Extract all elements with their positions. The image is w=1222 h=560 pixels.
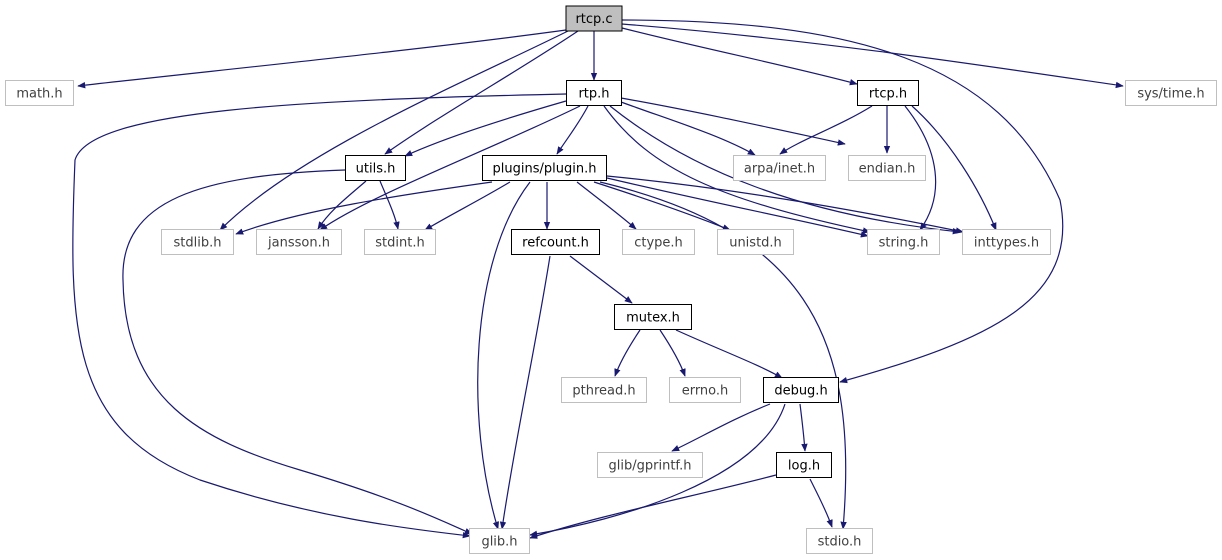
node-label: log.h xyxy=(788,459,820,474)
edge-rtp-h-to-string-h xyxy=(603,105,871,234)
edge-plugin-h-to-stdio-h xyxy=(599,181,847,530)
edge-rtcp-c-to-utils-h xyxy=(384,30,579,155)
node-label: glib/gprintf.h xyxy=(609,459,692,474)
node-label: stdint.h xyxy=(375,236,424,251)
edge-rtcp-h-to-inttypes-h xyxy=(911,105,997,231)
node-pthread-h[interactable]: pthread.h xyxy=(561,377,647,403)
edge-debug-h-to-log-h xyxy=(799,403,808,452)
edge-log-h-to-stdio-h xyxy=(809,478,833,528)
edge-mutex-h-to-debug-h xyxy=(675,329,783,379)
node-arpa-inet-h[interactable]: arpa/inet.h xyxy=(733,155,826,181)
node-refcount-h[interactable]: refcount.h xyxy=(511,229,600,255)
node-string-h[interactable]: string.h xyxy=(867,229,940,255)
edge-rtp-h-to-endian-h xyxy=(620,97,846,146)
edge-mutex-h-to-errno-h xyxy=(659,329,686,377)
node-sys-time-h[interactable]: sys/time.h xyxy=(1125,80,1217,106)
edge-rtp-h-to-glib-h xyxy=(72,93,567,539)
node-unistd-h[interactable]: unistd.h xyxy=(717,229,794,255)
edge-plugin-h-to-stdlib-h xyxy=(235,181,493,235)
edge-rtp-h-to-plugin-h xyxy=(556,105,589,155)
edge-utils-h-to-glib-h xyxy=(122,169,473,535)
node-stdio-h[interactable]: stdio.h xyxy=(806,528,873,554)
edge-rtcp-c-to-math-h xyxy=(77,29,567,89)
node-glib-h[interactable]: glib.h xyxy=(469,528,530,554)
edge-rtcp-c-to-debug-h xyxy=(621,19,1064,384)
edge-debug-h-to-gprintf-h xyxy=(671,403,771,452)
node-label: math.h xyxy=(16,87,62,102)
node-label: stdlib.h xyxy=(174,236,222,251)
node-endian-h[interactable]: endian.h xyxy=(848,155,926,181)
edge-rtcp-h-to-string-h xyxy=(904,105,937,231)
edge-rtcp-c-to-sys-time-h xyxy=(621,23,1124,89)
node-label: pthread.h xyxy=(572,384,635,399)
node-rtcp-h[interactable]: rtcp.h xyxy=(857,80,919,106)
edge-rtcp-c-to-stdlib-h xyxy=(219,29,571,231)
node-glib-gprintf-h[interactable]: glib/gprintf.h xyxy=(597,452,703,478)
edge-refcount-h-to-glib-h xyxy=(499,255,551,530)
node-stdlib-h[interactable]: stdlib.h xyxy=(161,229,234,255)
node-utils-h[interactable]: utils.h xyxy=(345,155,406,181)
edge-rtcp-h-to-arpa-inet-h xyxy=(779,105,873,155)
node-label: rtcp.c xyxy=(575,12,612,27)
node-label: glib.h xyxy=(481,535,517,550)
node-stdint-h[interactable]: stdint.h xyxy=(364,229,436,255)
nodes: rtcp.c math.h rtp.h rtcp.h sys/time.h ut… xyxy=(5,5,1217,554)
node-label: stdio.h xyxy=(818,535,862,550)
edge-debug-h-to-glib-h xyxy=(529,403,786,537)
node-label: utils.h xyxy=(356,162,396,177)
node-label: inttypes.h xyxy=(974,236,1039,251)
edge-rtp-h-to-arpa-inet-h xyxy=(620,101,756,156)
edge-plugin-h-to-ctype-h xyxy=(576,181,637,230)
edge-rtcp-c-to-rtcp-h xyxy=(621,27,858,86)
node-label: rtcp.h xyxy=(869,87,907,102)
node-plugins-plugin-h[interactable]: plugins/plugin.h xyxy=(482,155,607,181)
node-log-h[interactable]: log.h xyxy=(776,452,832,478)
node-label: refcount.h xyxy=(522,236,589,251)
node-math-h[interactable]: math.h xyxy=(5,80,74,106)
node-label: sys/time.h xyxy=(1137,87,1204,102)
edge-rtp-h-to-inttypes-h xyxy=(609,105,961,235)
node-jansson-h[interactable]: jansson.h xyxy=(256,229,342,255)
node-mutex-h[interactable]: mutex.h xyxy=(614,304,692,330)
edge-rtp-h-to-utils-h xyxy=(404,100,567,157)
node-label: arpa/inet.h xyxy=(744,162,815,177)
node-label: debug.h xyxy=(774,384,827,399)
node-label: mutex.h xyxy=(626,311,680,326)
node-label: endian.h xyxy=(859,162,916,177)
edge-plugin-h-to-unistd-h xyxy=(593,181,731,231)
node-errno-h[interactable]: errno.h xyxy=(669,377,741,403)
edge-utils-h-to-jansson-h xyxy=(317,180,367,230)
node-label: string.h xyxy=(879,236,929,251)
edge-plugin-h-to-inttypes-h xyxy=(606,175,964,234)
node-label: jansson.h xyxy=(267,236,330,251)
edge-mutex-h-to-pthread-h xyxy=(614,329,641,377)
node-rtp-h[interactable]: rtp.h xyxy=(566,80,622,106)
edge-utils-h-to-stdint-h xyxy=(379,180,400,230)
edge-plugin-h-to-string-h xyxy=(606,177,869,238)
edge-rtp-h-to-jansson-h xyxy=(319,105,581,231)
edge-refcount-h-to-mutex-h xyxy=(569,255,633,304)
edge-plugin-h-to-stdint-h xyxy=(424,181,511,231)
node-label: plugins/plugin.h xyxy=(493,162,597,177)
node-debug-h[interactable]: debug.h xyxy=(763,377,839,403)
node-label: rtp.h xyxy=(578,87,609,102)
node-ctype-h[interactable]: ctype.h xyxy=(622,229,695,255)
node-inttypes-h[interactable]: inttypes.h xyxy=(962,229,1051,255)
edge-plugin-h-to-glib-h xyxy=(477,181,531,530)
node-label: errno.h xyxy=(682,384,729,399)
edge-log-h-to-glib-h xyxy=(529,474,777,539)
node-label: ctype.h xyxy=(634,236,683,251)
edges xyxy=(72,19,1124,539)
node-rtcp-c[interactable]: rtcp.c xyxy=(565,5,623,32)
node-label: unistd.h xyxy=(729,236,782,251)
